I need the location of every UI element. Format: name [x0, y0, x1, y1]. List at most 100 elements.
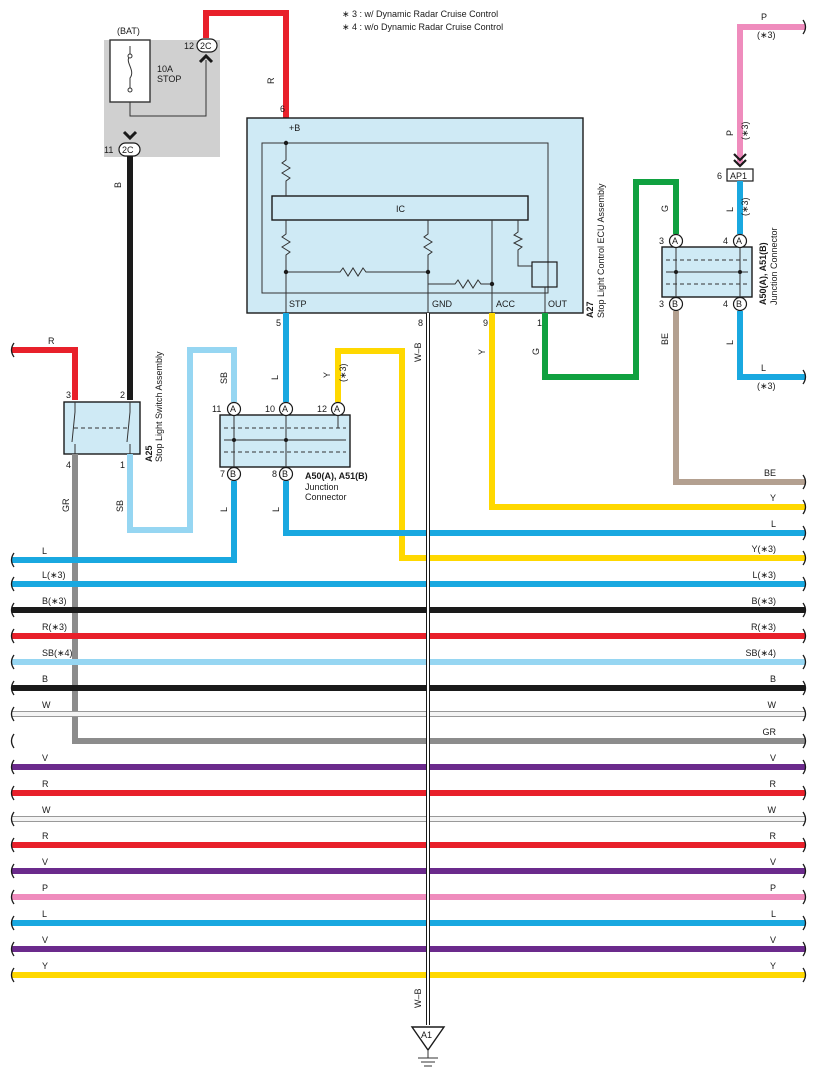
- edge-break-right: [802, 576, 807, 592]
- switch-name: Stop Light Switch Assembly: [154, 351, 164, 462]
- edge-break-left: [10, 654, 15, 670]
- ecu-term-b: +B: [289, 123, 300, 133]
- left-wire-label: R: [42, 831, 49, 841]
- right-wire-label: GR: [763, 727, 777, 737]
- wire-label-l-right-note: (∗3): [757, 381, 776, 391]
- fuse-name: STOP: [157, 74, 181, 84]
- edge-break-right: [802, 915, 807, 931]
- wire-label-r-switch: R: [48, 336, 55, 346]
- edge-break-right: [802, 550, 807, 566]
- ecu-term-out: OUT: [548, 299, 568, 309]
- right-wire-label: W: [768, 700, 777, 710]
- wire-label-wb-top: W–B: [413, 342, 423, 362]
- edge-break-right: [802, 369, 807, 385]
- edge-break-right: [802, 19, 807, 35]
- jc-mid-conn-a10: A: [282, 404, 288, 414]
- wire-label-g-jc: G: [660, 205, 670, 212]
- right-wire-label: B: [770, 674, 776, 684]
- edge-break-left: [10, 628, 15, 644]
- right-wire-label: B(∗3): [751, 596, 776, 606]
- jc-mid-name2: Connector: [305, 492, 347, 502]
- wire-label-y-jc: Y: [322, 372, 332, 378]
- ecu-pin-1: 1: [537, 318, 542, 328]
- fuse-bottom-pin: 11: [104, 145, 113, 155]
- left-wire-label: R: [42, 779, 49, 789]
- left-wire-label: B(∗3): [42, 596, 67, 606]
- jc-mid-conn-a11: A: [230, 404, 236, 414]
- right-wire-label: V: [770, 935, 776, 945]
- left-wire-label: L: [42, 909, 47, 919]
- ecu-code: A27: [585, 301, 595, 318]
- note-4: ∗ 4 : w/o Dynamic Radar Cruise Control: [342, 22, 503, 32]
- edge-break-right: [802, 863, 807, 879]
- wire-r-switch: [12, 347, 78, 400]
- edge-break-marks: [10, 19, 807, 983]
- jc-right-code: A50(A), A51(B): [758, 242, 768, 305]
- jc-mid-code: A50(A), A51(B): [305, 471, 368, 481]
- fuse-top-connector: [196, 38, 218, 53]
- fuse-top-pin: 12: [184, 41, 194, 51]
- wire-label-p-top: P: [761, 12, 767, 22]
- edge-break-right: [802, 837, 807, 853]
- wire-be: [673, 311, 805, 485]
- jc-mid-pin-10: 10: [265, 404, 275, 414]
- left-wire-label: SB(∗4): [42, 648, 73, 658]
- left-wire-label: V: [42, 935, 48, 945]
- jc-right-conn-a3: A: [672, 236, 678, 246]
- right-wire-label: Y(∗3): [751, 544, 776, 554]
- switch-icon: [71, 402, 131, 454]
- edge-break-left: [10, 785, 15, 801]
- edge-break-right: [802, 474, 807, 490]
- jc-right-name: Junction Connector: [769, 227, 779, 305]
- switch-code: A25: [144, 445, 154, 462]
- edge-break-right: [802, 785, 807, 801]
- right-wire-label: Y: [770, 961, 776, 971]
- left-wire-label: P: [42, 883, 48, 893]
- right-wire-label: BE: [764, 468, 776, 478]
- edge-break-right: [802, 706, 807, 722]
- edge-break-right: [802, 525, 807, 541]
- jc-mid-conn-b7: B: [230, 469, 236, 479]
- edge-break-right: [802, 654, 807, 670]
- edge-break-right: [802, 967, 807, 983]
- jc-mid-conn-a12: A: [334, 404, 340, 414]
- switch-pin-1: 1: [120, 460, 125, 470]
- left-wire-label: B: [42, 674, 48, 684]
- edge-break-left: [10, 733, 15, 749]
- edge-break-left: [10, 706, 15, 722]
- edge-break-left: [10, 837, 15, 853]
- ap1-code: AP1: [730, 171, 747, 181]
- jc-right-conn-b3: B: [672, 299, 678, 309]
- wire-label-l-jc-right-b4: L: [725, 340, 735, 345]
- left-wire-label: V: [42, 857, 48, 867]
- jc-right-pin-a3: 3: [659, 236, 664, 246]
- right-wire-label: W: [768, 805, 777, 815]
- left-wire-label: L: [42, 546, 47, 556]
- switch-pin-2: 2: [120, 390, 125, 400]
- jc-right-conn-a4: A: [736, 236, 742, 246]
- jc-mid-pin-7: 7: [220, 469, 225, 479]
- edge-break-right: [802, 680, 807, 696]
- jc-mid-conn-b8: B: [282, 469, 288, 479]
- fuse-bottom-connector-icon: [122, 130, 138, 141]
- edge-break-right: [802, 941, 807, 957]
- jc-mid-pin-11: 11: [212, 404, 221, 414]
- jc-right-pin-b4: 4: [723, 299, 728, 309]
- edge-break-left: [10, 576, 15, 592]
- ecu-term-gnd: GND: [432, 299, 453, 309]
- ecu-pin-8: 8: [418, 318, 423, 328]
- ap1-pin: 6: [717, 171, 722, 181]
- right-wire-label: R: [770, 831, 777, 841]
- left-wire-label: Y: [42, 961, 48, 971]
- ecu-pin-6: 6: [280, 104, 285, 114]
- wire-g-out: [542, 179, 679, 380]
- ground-code: A1: [421, 1030, 432, 1040]
- ecu-term-stp: STP: [289, 299, 307, 309]
- left-wire-label: W: [42, 805, 51, 815]
- wire-label-p-top-note: (∗3): [757, 30, 776, 40]
- wire-gr: [72, 454, 805, 744]
- wire-l-jc-b8: [283, 481, 805, 536]
- wire-label-r-top: R: [266, 77, 276, 84]
- ap1-connector-icon: [733, 153, 747, 168]
